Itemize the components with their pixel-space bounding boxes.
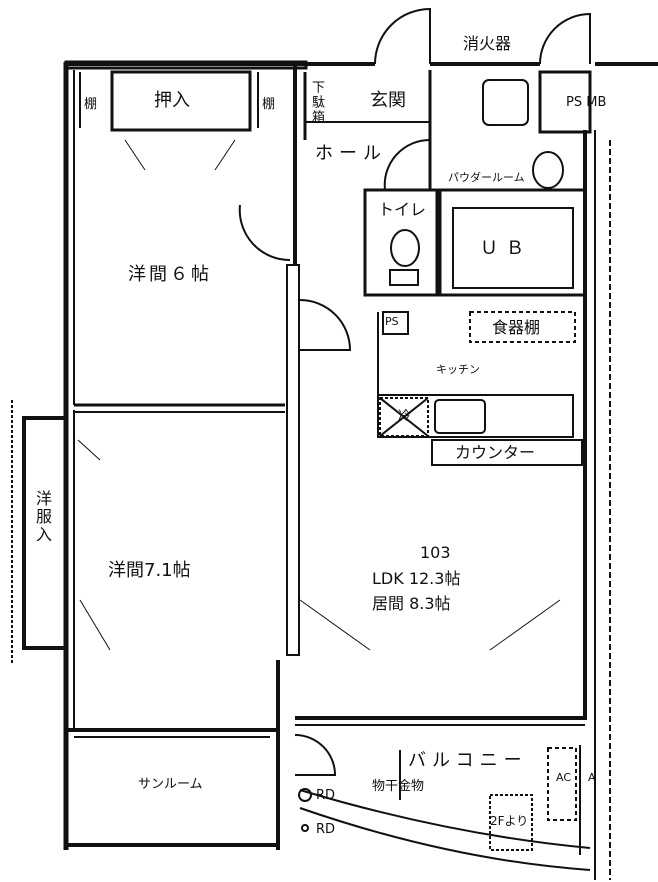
wardrobe-label: 洋服入: [33, 490, 52, 544]
rd-lower-label: RD: [316, 822, 336, 837]
ac-label-2: A: [588, 771, 596, 784]
hatch-label: 2Fより: [490, 814, 529, 828]
shoe-box-label: 下駄箱: [309, 80, 324, 125]
toilet-label: トイレ: [378, 200, 427, 219]
living-label: 居間 8.3帖: [372, 594, 451, 613]
bath-label: ＵＢ: [480, 238, 532, 259]
laundry-pole-label: 物干金物: [372, 779, 425, 794]
counter-label: カウンター: [455, 443, 536, 462]
sunroom-label: サンルーム: [138, 777, 203, 792]
hall-label: ホール: [315, 143, 387, 164]
dish-cabinet-label: 食器棚: [492, 318, 541, 337]
western-7-label: 洋間7.1帖: [108, 560, 191, 581]
unit-number: 103: [420, 543, 451, 562]
powder-room-label: パウダールーム: [448, 171, 525, 184]
ps-mb-label: PS MB: [566, 95, 607, 110]
western-6-label: 洋間６帖: [128, 264, 212, 285]
entrance-label: 玄関: [370, 90, 406, 111]
shelf-right-label: 棚: [262, 97, 276, 112]
balcony-label: バルコニー: [408, 750, 528, 771]
ac-label-1: AC: [556, 771, 572, 784]
shelf-left-label: 棚: [84, 97, 98, 112]
ldk-label: LDK 12.3帖: [372, 569, 461, 588]
rd-upper-label: RD: [316, 788, 336, 803]
kitchen-label: キッチン: [436, 363, 480, 376]
closet-label: 押入: [154, 90, 190, 111]
fridge-label: 冷: [398, 409, 412, 424]
ps-label: PS: [385, 315, 399, 328]
wardrobe-box: [22, 416, 68, 650]
extinguisher-label: 消火器: [463, 34, 512, 53]
